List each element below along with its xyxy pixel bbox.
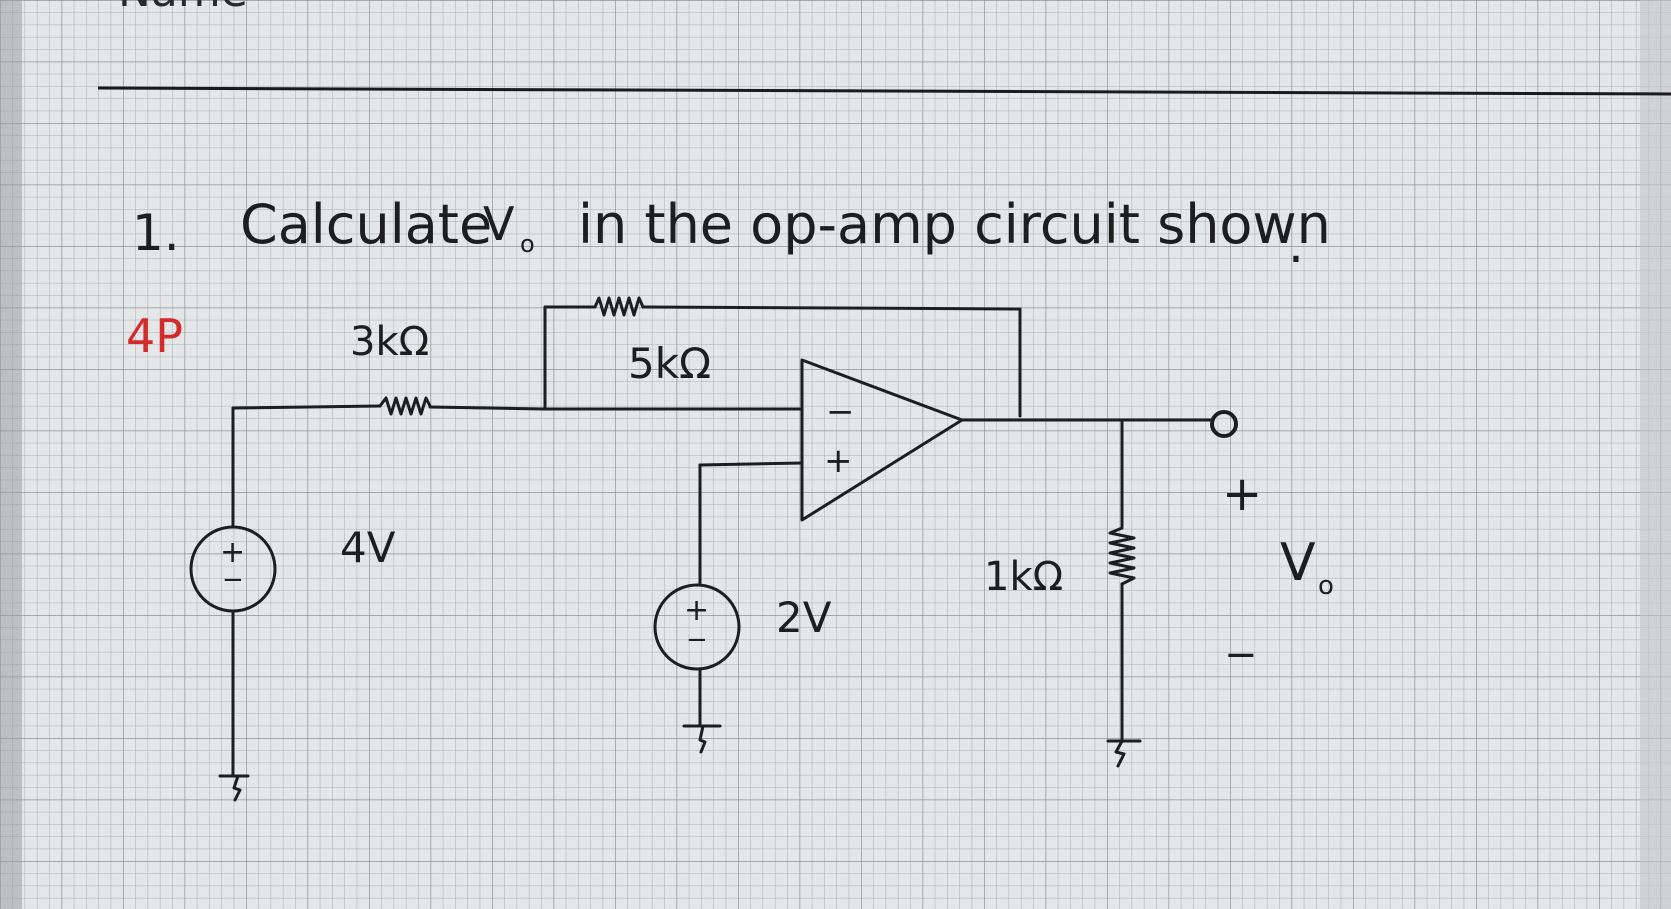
ground-symbol-right — [1106, 739, 1142, 768]
voltage-source-2v — [653, 583, 741, 671]
source-4v-minus: − — [222, 565, 244, 595]
circuit-labels: 3kΩ 5kΩ 1kΩ 4V 2V + − + − − + + − V o — [220, 319, 1334, 678]
output-minus: − — [1224, 632, 1258, 678]
label-1k: 1kΩ — [984, 554, 1063, 600]
problem-text-after: in the op-amp circuit shown — [578, 193, 1331, 256]
problem-statement: 1. Calculate V o in the op-amp circuit s… — [132, 193, 1331, 274]
resistor-5k — [593, 296, 645, 317]
left-shadow — [0, 0, 22, 909]
header-rule — [97, 86, 1671, 96]
ground-symbol-mid — [682, 724, 722, 754]
source-4v-plus: + — [220, 535, 245, 570]
wire-to-inverting-node — [428, 405, 547, 411]
problem-number: 1. — [132, 204, 180, 262]
right-edge-shadow — [1640, 0, 1671, 909]
label-4v: 4V — [340, 523, 396, 572]
opamp-inverting-sign: − — [826, 392, 855, 432]
problem-end-mark: . — [1288, 216, 1304, 274]
source-2v-minus: − — [686, 625, 708, 655]
resistor-3k — [378, 396, 432, 416]
resistor-1k — [1108, 526, 1136, 586]
circuit-diagram — [189, 296, 1238, 802]
problem-text-before: Calculate — [240, 193, 492, 256]
wire-left-top — [231, 404, 382, 410]
label-5k: 5kΩ — [628, 339, 711, 388]
ground-symbol-left — [218, 774, 250, 802]
output-var-main: V — [1280, 533, 1316, 593]
wire-noninverting-input — [698, 461, 804, 467]
header-partial-title: Name — [118, 0, 248, 17]
opamp-noninverting-sign: + — [824, 441, 853, 481]
red-annotation: 4P — [126, 309, 183, 363]
problem-var-main: V — [483, 197, 515, 251]
voltage-source-4v — [189, 525, 277, 613]
output-var-sub: o — [1318, 571, 1334, 601]
output-plus: + — [1222, 466, 1262, 522]
label-3k: 3kΩ — [350, 319, 429, 365]
opamp-triangle — [800, 358, 964, 522]
output-terminal — [1210, 410, 1238, 438]
problem-var-sub: o — [520, 230, 535, 258]
label-2v: 2V — [776, 593, 832, 642]
source-2v-plus: + — [684, 593, 709, 628]
wire-feedback-top-right — [641, 305, 1022, 311]
